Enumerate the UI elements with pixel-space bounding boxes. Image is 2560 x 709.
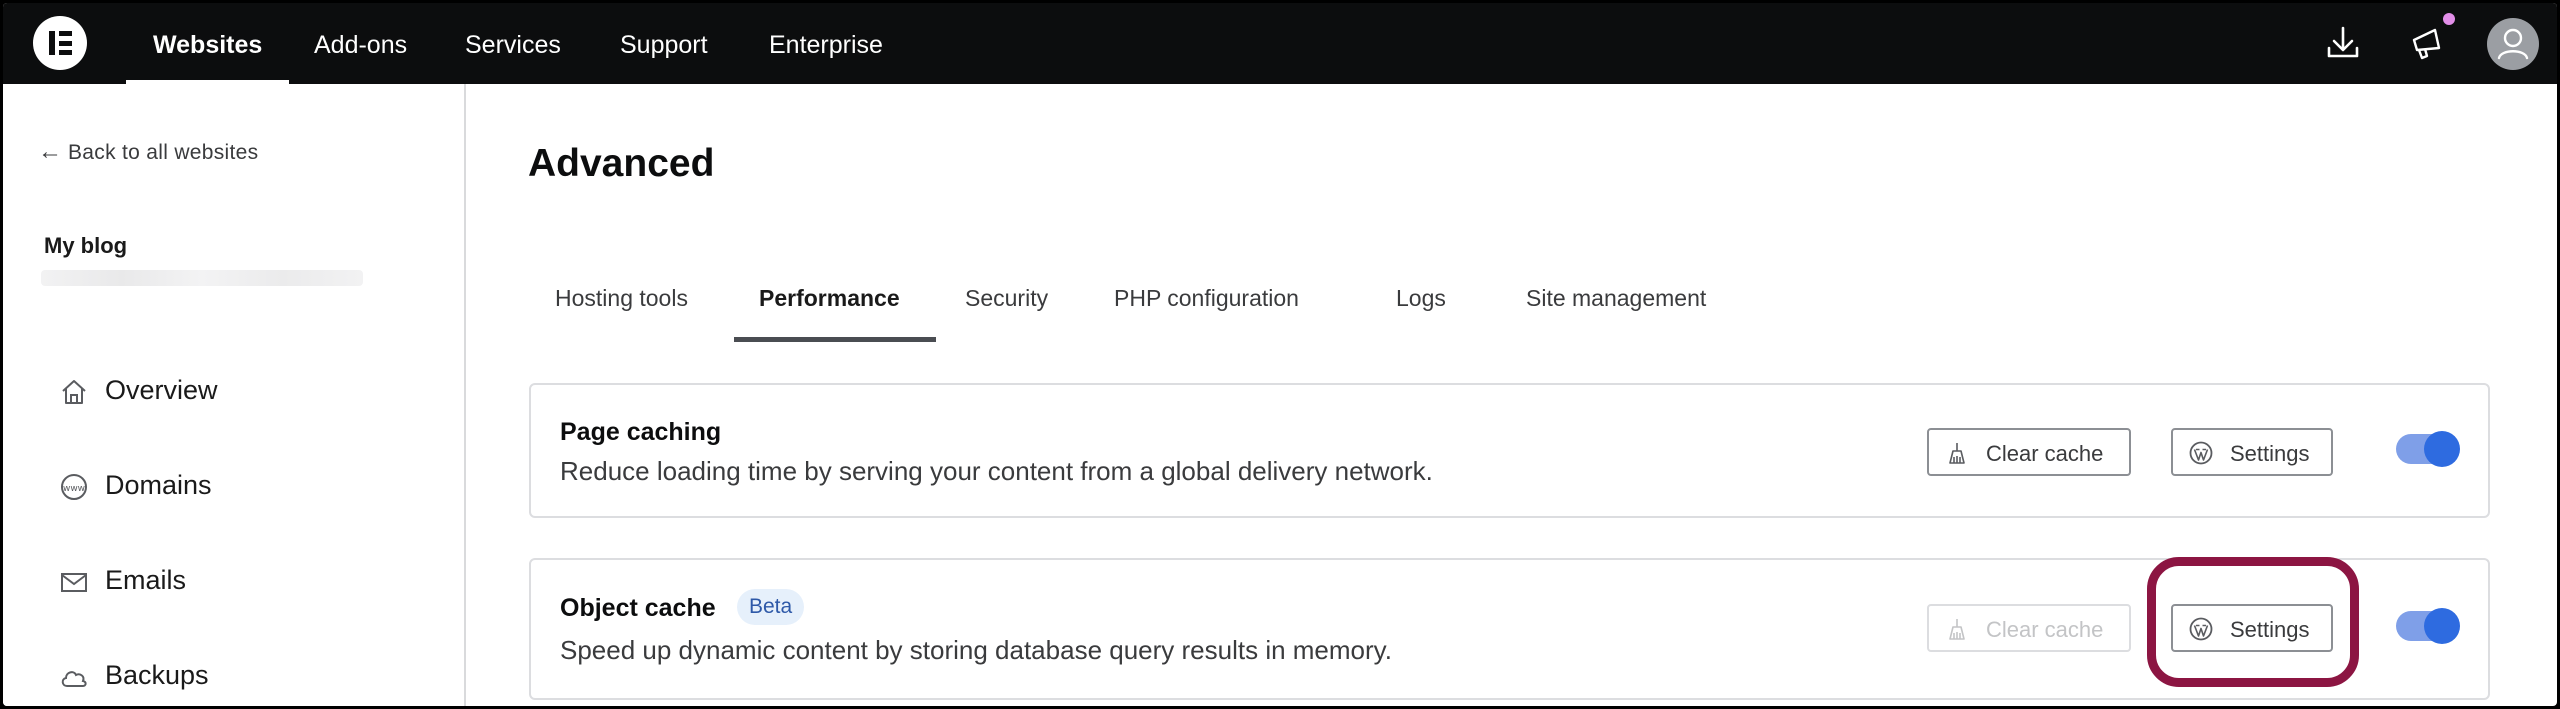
- sidebar-item-label: Emails: [105, 565, 187, 595]
- tab-performance[interactable]: Performance: [759, 285, 900, 311]
- nav-websites[interactable]: Websites: [125, 3, 290, 84]
- elementor-logo[interactable]: [33, 16, 87, 70]
- object-cache-settings-button[interactable]: Settings: [2171, 604, 2333, 652]
- sidebar-item-label: Domains: [105, 470, 212, 500]
- button-label: Settings: [2230, 617, 2310, 642]
- user-icon: [2497, 28, 2529, 60]
- object-cache-toggle[interactable]: [2396, 608, 2460, 644]
- broom-icon: [1949, 443, 1965, 464]
- sidebar-item-label: Backups: [105, 660, 209, 690]
- back-to-all-websites-link[interactable]: ←Back to all websites: [38, 138, 258, 170]
- wordpress-icon: [2189, 617, 2213, 641]
- site-url-redacted: [41, 270, 363, 286]
- sidebar-item-label: Overview: [105, 375, 218, 405]
- card-title: Page caching: [560, 418, 722, 446]
- tab-hosting-tools[interactable]: Hosting tools: [555, 285, 688, 311]
- button-label: Clear cache: [1986, 617, 2104, 642]
- arrow-left-icon: ←: [38, 138, 63, 165]
- nav-enterprise[interactable]: Enterprise: [769, 31, 883, 59]
- card-description: Speed up dynamic content by storing data…: [560, 635, 1392, 665]
- card-description: Reduce loading time by serving your cont…: [560, 456, 1433, 486]
- card-title: Object cache: [560, 594, 716, 622]
- beta-badge: Beta: [737, 589, 805, 625]
- wordpress-icon: [2189, 441, 2213, 465]
- back-label: Back to all websites: [68, 141, 259, 164]
- active-tab-indicator: [734, 337, 936, 342]
- page-title: Advanced: [528, 142, 715, 185]
- globe-www-icon: www: [61, 474, 87, 500]
- megaphone-icon[interactable]: [2405, 21, 2449, 65]
- broom-icon: [1949, 619, 1965, 640]
- toggle-knob: [2424, 608, 2460, 644]
- toggle-knob: [2424, 431, 2460, 467]
- clear-cache-button[interactable]: Clear cache: [1927, 428, 2131, 476]
- site-title: My blog: [44, 233, 128, 258]
- home-icon: [62, 380, 86, 404]
- button-label: Clear cache: [1986, 441, 2104, 466]
- sidebar: ←Back to all websites My blog Overview w…: [3, 84, 466, 706]
- avatar[interactable]: [2487, 18, 2539, 70]
- top-navigation-bar: Websites Add-ons Services Support Enterp…: [3, 3, 2557, 84]
- app-window: Websites Add-ons Services Support Enterp…: [3, 3, 2557, 706]
- tab-security[interactable]: Security: [965, 285, 1049, 311]
- tab-site-management[interactable]: Site management: [1526, 285, 1707, 311]
- page-caching-toggle[interactable]: [2396, 431, 2460, 467]
- nav-services[interactable]: Services: [465, 31, 561, 59]
- tab-logs[interactable]: Logs: [1396, 285, 1446, 311]
- nav-add-ons[interactable]: Add-ons: [314, 31, 408, 59]
- settings-highlight-annotation: [2147, 557, 2359, 687]
- nav-support[interactable]: Support: [620, 31, 708, 59]
- settings-button[interactable]: Settings: [2171, 428, 2333, 476]
- page-caching-card: Page caching Reduce loading time by serv…: [529, 383, 2490, 518]
- download-icon[interactable]: [2321, 21, 2365, 65]
- notification-dot: [2443, 13, 2455, 25]
- envelope-icon: [61, 573, 87, 592]
- tab-php-configuration[interactable]: PHP configuration: [1114, 285, 1299, 311]
- svg-text:www: www: [63, 484, 85, 494]
- button-label: Settings: [2230, 441, 2310, 466]
- cloud-icon: [61, 671, 87, 687]
- clear-cache-button-disabled: Clear cache: [1927, 604, 2131, 652]
